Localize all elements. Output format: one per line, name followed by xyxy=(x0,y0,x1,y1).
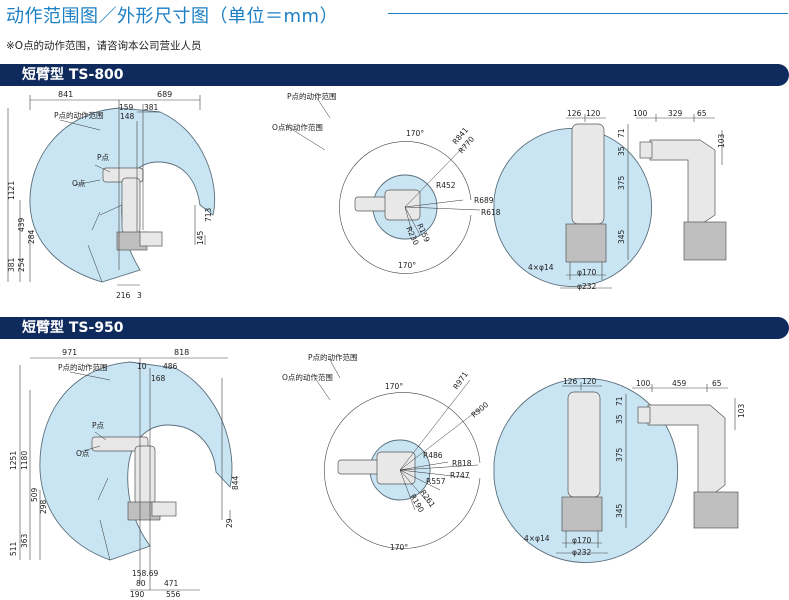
ts950-dim-80: 80 xyxy=(136,579,146,588)
ts800-label-o-point: O点 xyxy=(72,179,86,188)
ts950-front-holes: 4×φ14 xyxy=(524,534,550,543)
ts950-profile-view: 100 459 65 71 103 35 375 345 xyxy=(615,379,746,529)
ts800-plan-angle-bottom: 170° xyxy=(398,261,416,270)
ts800-dim-439: 439 xyxy=(17,217,26,232)
ts950-dim-363: 363 xyxy=(20,533,29,548)
section-band-ts800: 短臂型 TS-800 xyxy=(0,64,789,86)
ts950-plan-r747: R747 xyxy=(450,471,470,480)
title-rule xyxy=(388,13,788,14)
ts800-label-p-range: P点的动作范围 xyxy=(54,110,104,120)
page-note: ※O点的动作范围，请咨询本公司营业人员 xyxy=(6,40,202,52)
ts800-profile-dim-375: 375 xyxy=(617,175,626,190)
ts950-plan-r900: R900 xyxy=(470,400,491,420)
ts950-plan-r486: R486 xyxy=(423,451,443,460)
ts950-profile-dim-459: 459 xyxy=(672,379,687,388)
ts800-dim-254: 254 xyxy=(17,257,26,272)
ts950-dim-168: 168 xyxy=(151,374,166,383)
ts950-dim-486: 486 xyxy=(163,362,178,371)
ts950-dim-818: 818 xyxy=(174,348,189,357)
ts950-plan-r818: R818 xyxy=(452,459,472,468)
ts950-plan-r557: R557 xyxy=(426,477,446,486)
ts950-dim-509: 509 xyxy=(30,487,39,502)
ts950-dim-844: 844 xyxy=(231,475,240,490)
ts950-dim-556: 556 xyxy=(166,590,181,599)
ts950-label-o-point: O点 xyxy=(76,449,90,458)
page-title: 动作范围图／外形尺寸图（单位＝mm） xyxy=(6,6,339,27)
ts950-dim-29: 29 xyxy=(225,518,234,528)
ts800-front-dim-120: 120 xyxy=(586,109,601,118)
ts950-dim-471: 471 xyxy=(164,579,179,588)
ts950-dim-1180: 1180 xyxy=(20,451,29,470)
ts950-plan-r971: R971 xyxy=(451,370,470,391)
ts950-plan-label-o-range: O点的动作范围 xyxy=(282,372,333,382)
ts950-profile-dim-65: 65 xyxy=(712,379,722,388)
ts950-side-view: 971 818 10 486 168 P点的动作范围 P点 O点 1251 11… xyxy=(9,348,240,599)
ts800-profile-dim-71: 71 xyxy=(617,128,626,138)
ts950-front-dim-126: 126 xyxy=(563,377,578,386)
ts800-plan-r452: R452 xyxy=(436,181,456,190)
ts800-dim-689: 689 xyxy=(157,90,172,99)
ts800-front-dim-126: 126 xyxy=(567,109,582,118)
ts800-dim-145: 145 xyxy=(196,230,205,245)
ts800-profile-dim-345: 345 xyxy=(617,229,626,244)
ts950-profile-dim-71: 71 xyxy=(615,396,624,406)
ts950-label-p-range: P点的动作范围 xyxy=(58,362,108,372)
ts950-front-d232: φ232 xyxy=(572,548,591,557)
ts950-dim-190: 190 xyxy=(130,590,145,599)
ts800-plan-label-o-range: O点的动作范围 xyxy=(272,122,323,132)
ts800-profile-dim-100: 100 xyxy=(633,109,648,118)
ts950-profile-dim-345: 345 xyxy=(615,503,624,518)
ts950-dim-1251: 1251 xyxy=(9,451,18,470)
ts800-dim-381: 381 xyxy=(144,103,159,112)
ts800-plan-r689: R689 xyxy=(474,196,494,205)
ts800-dim-3: 3 xyxy=(137,291,142,300)
ts800-profile-dim-103: 103 xyxy=(717,133,726,148)
ts950-plan-angle-top: 170° xyxy=(385,382,403,391)
ts950-front-dim-120: 120 xyxy=(582,377,597,386)
ts800-dim-284: 284 xyxy=(27,229,36,244)
ts800-plan-label-p-range: P点的动作范围 xyxy=(287,91,337,101)
ts800-front-d232: φ232 xyxy=(577,282,596,291)
ts950-label-p-point: P点 xyxy=(92,421,105,430)
ts950-side-reach-area xyxy=(39,361,233,561)
ts800-plan-angle-top: 170° xyxy=(406,129,424,138)
ts800-profile-dim-35: 35 xyxy=(617,146,626,156)
ts950-plan-angle-bottom: 170° xyxy=(390,543,408,552)
ts800-side-view: 841 689 159 381 148 P点的动作范围 P点 O点 1121 4… xyxy=(7,90,216,300)
ts950-plan-label-p-range: P点的动作范围 xyxy=(308,352,358,362)
section-band-ts950: 短臂型 TS-950 xyxy=(0,317,789,339)
ts950-profile-dim-103: 103 xyxy=(737,403,746,418)
ts800-front-d170: φ170 xyxy=(577,268,596,277)
ts950-profile-dim-375: 375 xyxy=(615,447,624,462)
ts800-dim-1121: 1121 xyxy=(7,181,16,200)
ts800-profile-dim-329: 329 xyxy=(668,109,683,118)
ts800-dim-713: 713 xyxy=(204,207,213,222)
ts950-profile-dim-35: 35 xyxy=(615,414,624,424)
ts800-front-view: 126 120 4×φ14 φ170 φ232 xyxy=(528,109,612,291)
ts800-dim-148: 148 xyxy=(120,112,135,121)
ts800-front-holes: 4×φ14 xyxy=(528,263,554,272)
ts800-plan-r618: R618 xyxy=(481,208,501,217)
ts950-dim-10: 10 xyxy=(137,362,147,371)
ts800-label-p-point: P点 xyxy=(97,153,110,162)
ts950-dim-511: 511 xyxy=(9,541,18,556)
ts950-dim-971: 971 xyxy=(62,348,77,357)
ts950-front-d170: φ170 xyxy=(572,536,591,545)
ts950-profile-dim-100: 100 xyxy=(636,379,651,388)
ts800-profile-view: 100 329 65 71 103 35 375 345 xyxy=(617,109,727,261)
ts800-dim-841: 841 xyxy=(58,90,73,99)
ts800-dim-159: 159 xyxy=(119,103,134,112)
ts800-profile-dim-65: 65 xyxy=(697,109,707,118)
ts800-dim-216: 216 xyxy=(116,291,131,300)
ts800-dim-381-left: 381 xyxy=(7,257,16,272)
ts950-dim-298: 298 xyxy=(39,499,48,514)
ts950-dim-158: 158.69 xyxy=(132,569,158,578)
ts950-front-view: 126 120 4×φ14 φ170 φ232 xyxy=(524,377,608,557)
